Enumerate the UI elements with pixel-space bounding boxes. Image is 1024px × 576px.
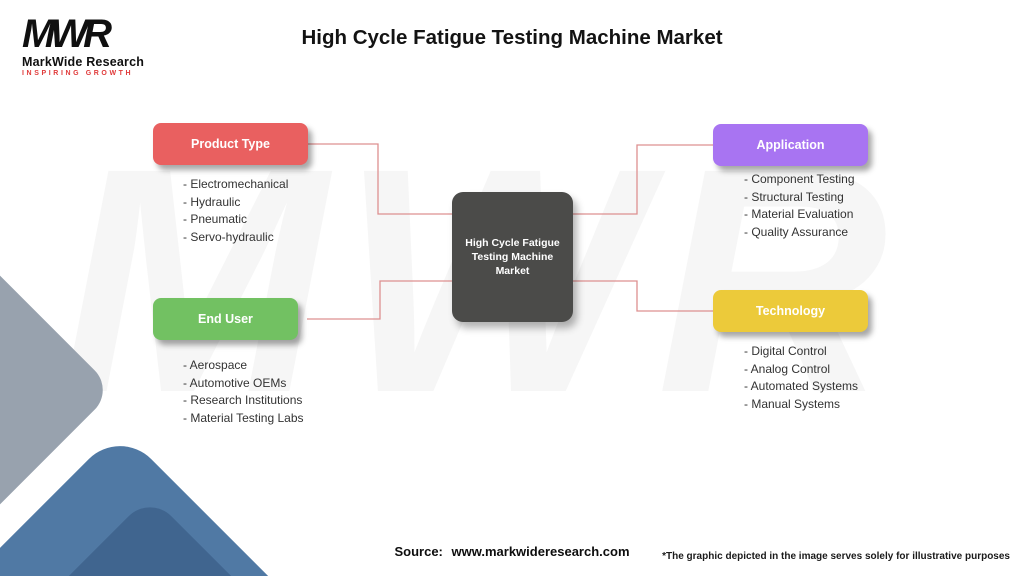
product-type-list: - Electromechanical - Hydraulic - Pneuma… bbox=[183, 176, 288, 247]
list-item: - Servo-hydraulic bbox=[183, 230, 274, 245]
technology-list: - Digital Control - Analog Control - Aut… bbox=[744, 343, 858, 414]
list-item: - Quality Assurance bbox=[744, 225, 849, 240]
connector-product-type bbox=[308, 143, 452, 215]
node-end-user-label: End User bbox=[198, 312, 253, 326]
page-title: High Cycle Fatigue Testing Machine Marke… bbox=[301, 26, 723, 49]
list-item: - Material Evaluation bbox=[744, 207, 854, 222]
list-item: - Automotive OEMs bbox=[183, 375, 287, 390]
list-item: - Material Testing Labs bbox=[183, 411, 304, 426]
list-item: - Analog Control bbox=[744, 361, 831, 376]
application-list: - Component Testing - Structural Testing… bbox=[744, 171, 855, 242]
list-item: - Digital Control bbox=[744, 344, 827, 358]
list-item: - Component Testing bbox=[744, 172, 855, 186]
node-technology: Technology bbox=[713, 290, 868, 332]
disclaimer-text: *The graphic depicted in the image serve… bbox=[662, 551, 1010, 562]
list-item: - Hydraulic bbox=[183, 194, 241, 209]
list-item: - Automated Systems bbox=[744, 379, 859, 394]
source-text: Source: www.markwideresearch.com bbox=[0, 544, 1024, 559]
node-end-user: End User bbox=[153, 298, 298, 340]
list-item: - Aerospace bbox=[183, 358, 248, 372]
connector-end-user bbox=[307, 280, 452, 320]
source-label: Source: bbox=[394, 544, 443, 559]
list-item: - Structural Testing bbox=[744, 189, 844, 204]
logo-monogram: MWR bbox=[22, 12, 112, 56]
list-item: - Pneumatic bbox=[183, 212, 248, 227]
end-user-list: - Aerospace - Automotive OEMs - Research… bbox=[183, 357, 304, 428]
node-product-type: Product Type bbox=[153, 123, 308, 165]
list-item: - Research Institutions bbox=[183, 393, 303, 408]
node-technology-label: Technology bbox=[755, 304, 826, 318]
logo: MWR MarkWide Research INSPIRING GROWTH bbox=[22, 14, 144, 77]
list-item: - Electromechanical bbox=[183, 177, 289, 191]
source-url: www.markwideresearch.com bbox=[451, 544, 630, 559]
node-application: Application bbox=[713, 124, 868, 166]
logo-name: MarkWide Research bbox=[22, 55, 145, 69]
list-item: - Manual Systems bbox=[744, 397, 841, 412]
node-application-label: Application bbox=[756, 138, 825, 152]
node-product-type-label: Product Type bbox=[191, 137, 270, 151]
center-node: High Cycle Fatigue Testing Machine Marke… bbox=[452, 192, 573, 322]
connector-application bbox=[573, 144, 713, 215]
connector-technology bbox=[573, 280, 713, 312]
logo-tagline: INSPIRING GROWTH bbox=[22, 70, 134, 77]
